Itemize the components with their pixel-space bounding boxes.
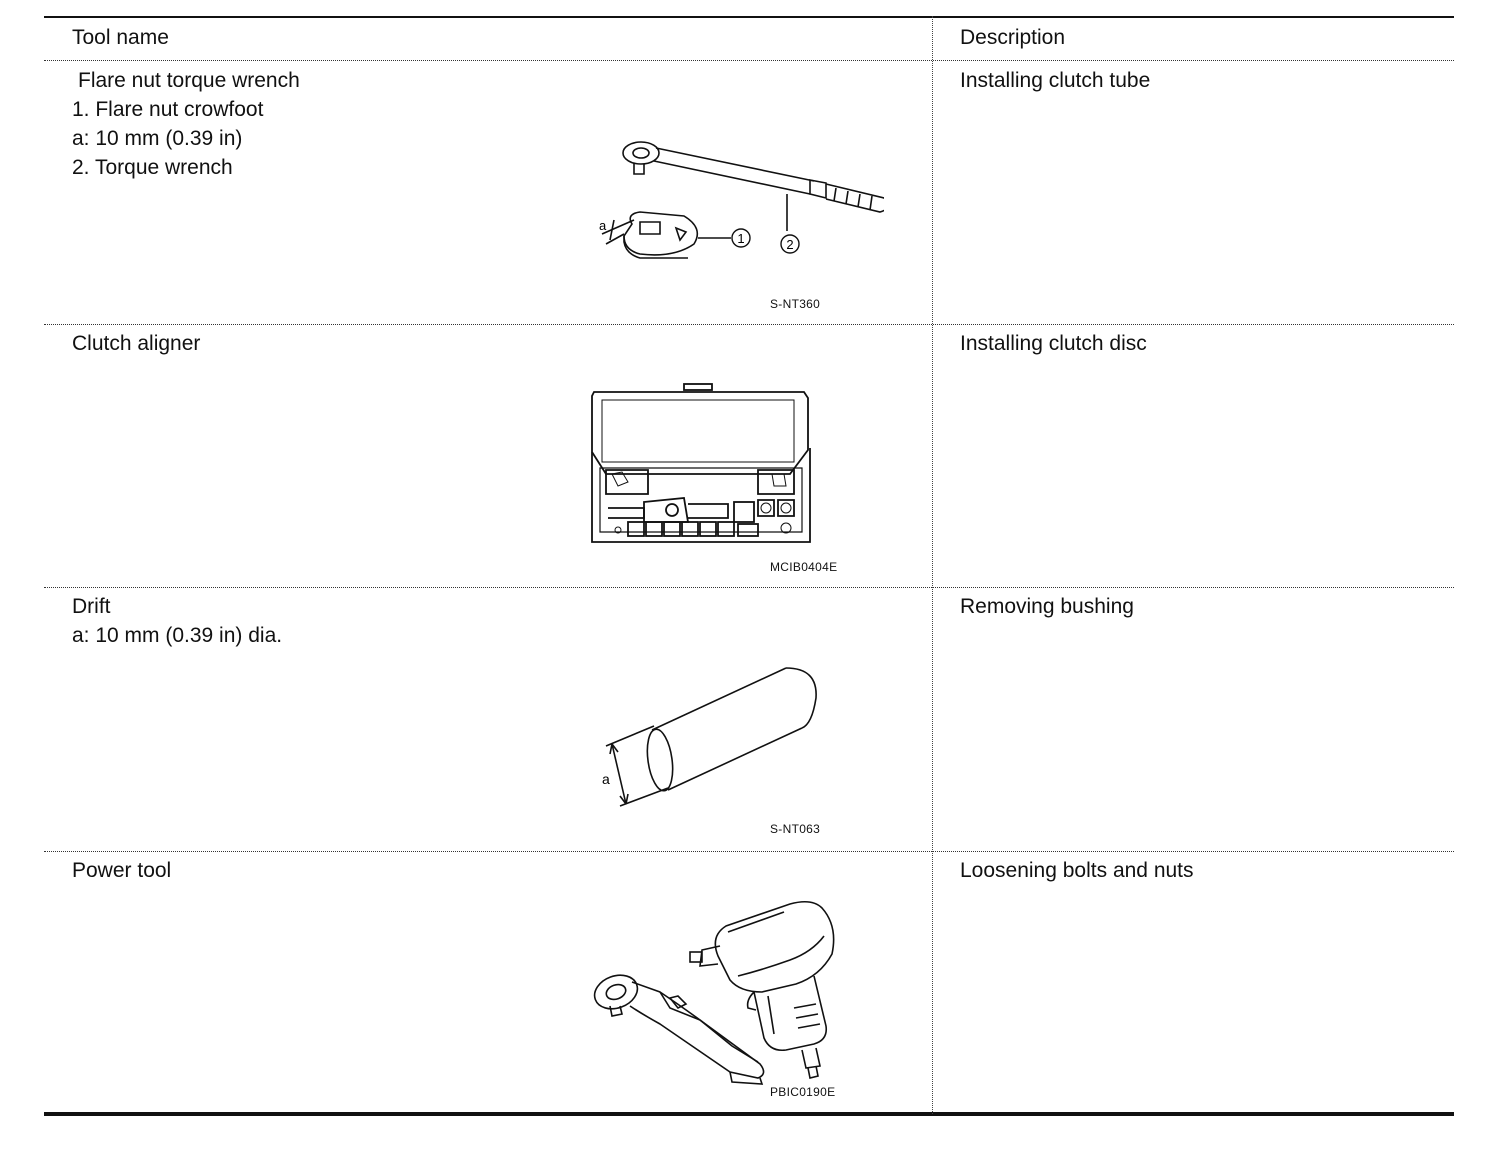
tool-name: Power tool [72,859,172,882]
tool-description: Loosening bolts and nuts [960,859,1194,882]
tool-description: Installing clutch tube [960,69,1151,92]
row-rule [44,587,1454,588]
callout-2-label: 2 [786,237,793,252]
figure-code: S-NT360 [770,297,821,311]
header-tool-name: Tool name [72,26,169,49]
drift-illustration: a [602,667,817,807]
tool-detail: a: 10 mm (0.39 in) [72,127,243,150]
table-bottom-rule [44,1112,1454,1116]
power-tool-illustration [593,900,835,1085]
tool-detail: 1. Flare nut crowfoot [72,98,264,121]
tool-description: Installing clutch disc [960,332,1147,355]
column-divider [932,16,933,1114]
dimension-a-label: a [599,218,607,233]
tool-name: Drift [72,595,111,618]
tool-description: Removing bushing [960,595,1134,618]
figure-code: MCIB0404E [770,560,838,574]
callout-1-label: 1 [737,231,744,246]
tool-name: Flare nut torque wrench [78,69,300,92]
row-rule [44,851,1454,852]
flare-nut-torque-wrench-illustration: 1 2 a [599,141,884,259]
dimension-a-label: a [602,771,610,787]
table-top-rule [44,16,1454,18]
header-rule [44,60,1454,61]
figure-code: PBIC0190E [770,1085,836,1099]
tool-name: Clutch aligner [72,332,201,355]
clutch-aligner-kit-illustration [591,383,811,543]
row-rule [44,324,1454,325]
figure-code: S-NT063 [770,822,821,836]
tool-detail: 2. Torque wrench [72,156,233,179]
header-description: Description [960,26,1066,49]
tool-detail: a: 10 mm (0.39 in) dia. [72,624,283,647]
